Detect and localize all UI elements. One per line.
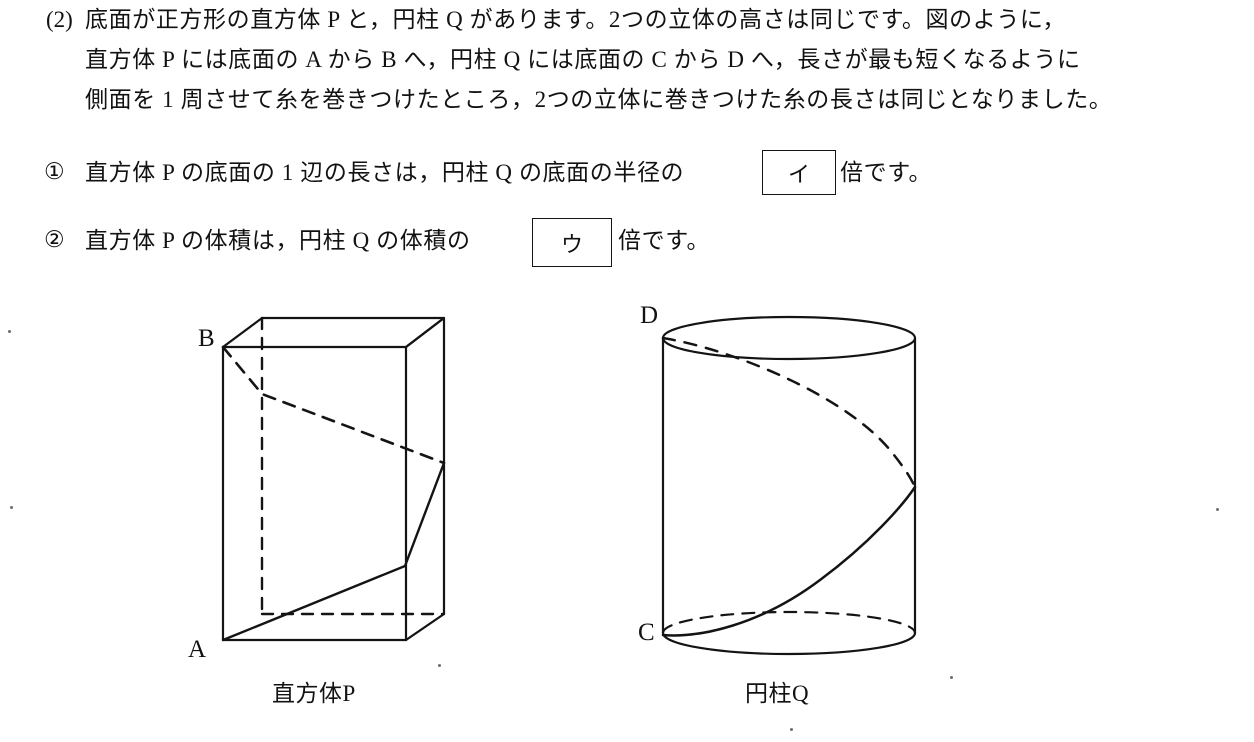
item-2-text-before: 直方体 P の体積は，円柱 Q の体積の: [85, 228, 471, 253]
cuboid-caption: 直方体P: [272, 681, 356, 706]
scan-speck: [438, 664, 441, 667]
item-2-text-after: 倍です。: [618, 228, 711, 253]
cuboid-hidden-edges: [260, 316, 446, 616]
scan-speck: [8, 330, 11, 333]
cuboid-thread-visible: [221, 461, 446, 642]
cylinder-thread-hidden: [661, 336, 917, 489]
problem-line-1: 底面が正方形の直方体 P と，円柱 Q があります。2つの立体の高さは同じです。…: [85, 7, 1066, 32]
cuboid-vertex-label-a: A: [188, 636, 207, 663]
item-1-text-before: 直方体 P の底面の 1 辺の長さは，円柱 Q の底面の半径の: [85, 160, 685, 185]
answer-box-i[interactable]: イ: [762, 150, 836, 195]
cuboid-vertex-label-b: B: [198, 325, 215, 352]
cuboid-top-face: [221, 316, 446, 349]
cylinder-thread-visible: [661, 485, 917, 637]
cylinder-top-ellipse: [661, 315, 917, 361]
item-1-text-after: 倍です。: [840, 160, 933, 185]
item-1-marker: ①: [44, 159, 65, 184]
cuboid-front-face: [221, 345, 408, 642]
scan-speck: [1216, 508, 1219, 511]
problem-line-2: 直方体 P には底面の A から B へ，円柱 Q には底面の C から D へ…: [85, 47, 1081, 72]
cylinder-vertex-label-d: D: [640, 302, 659, 329]
cuboid-thread-hidden: [221, 345, 446, 465]
cylinder-bottom-rear-arc: [661, 610, 917, 635]
problem-line-3: 側面を 1 周させて糸を巻きつけたところ，2つの立体に巻きつけた糸の長さは同じと…: [85, 87, 1113, 112]
cylinder-figure: [661, 315, 917, 656]
scan-speck: [950, 676, 953, 679]
cylinder-vertex-label-c: C: [638, 619, 655, 646]
problem-marker: (2): [46, 7, 73, 32]
cuboid-figure: [221, 316, 446, 642]
cylinder-bottom-front-arc: [661, 631, 917, 656]
scan-speck: [790, 728, 793, 731]
answer-box-u[interactable]: ウ: [532, 218, 612, 267]
scan-speck: [10, 506, 13, 509]
item-2-marker: ②: [44, 227, 65, 252]
cuboid-right-face: [404, 316, 446, 642]
cylinder-caption: 円柱Q: [745, 681, 810, 706]
